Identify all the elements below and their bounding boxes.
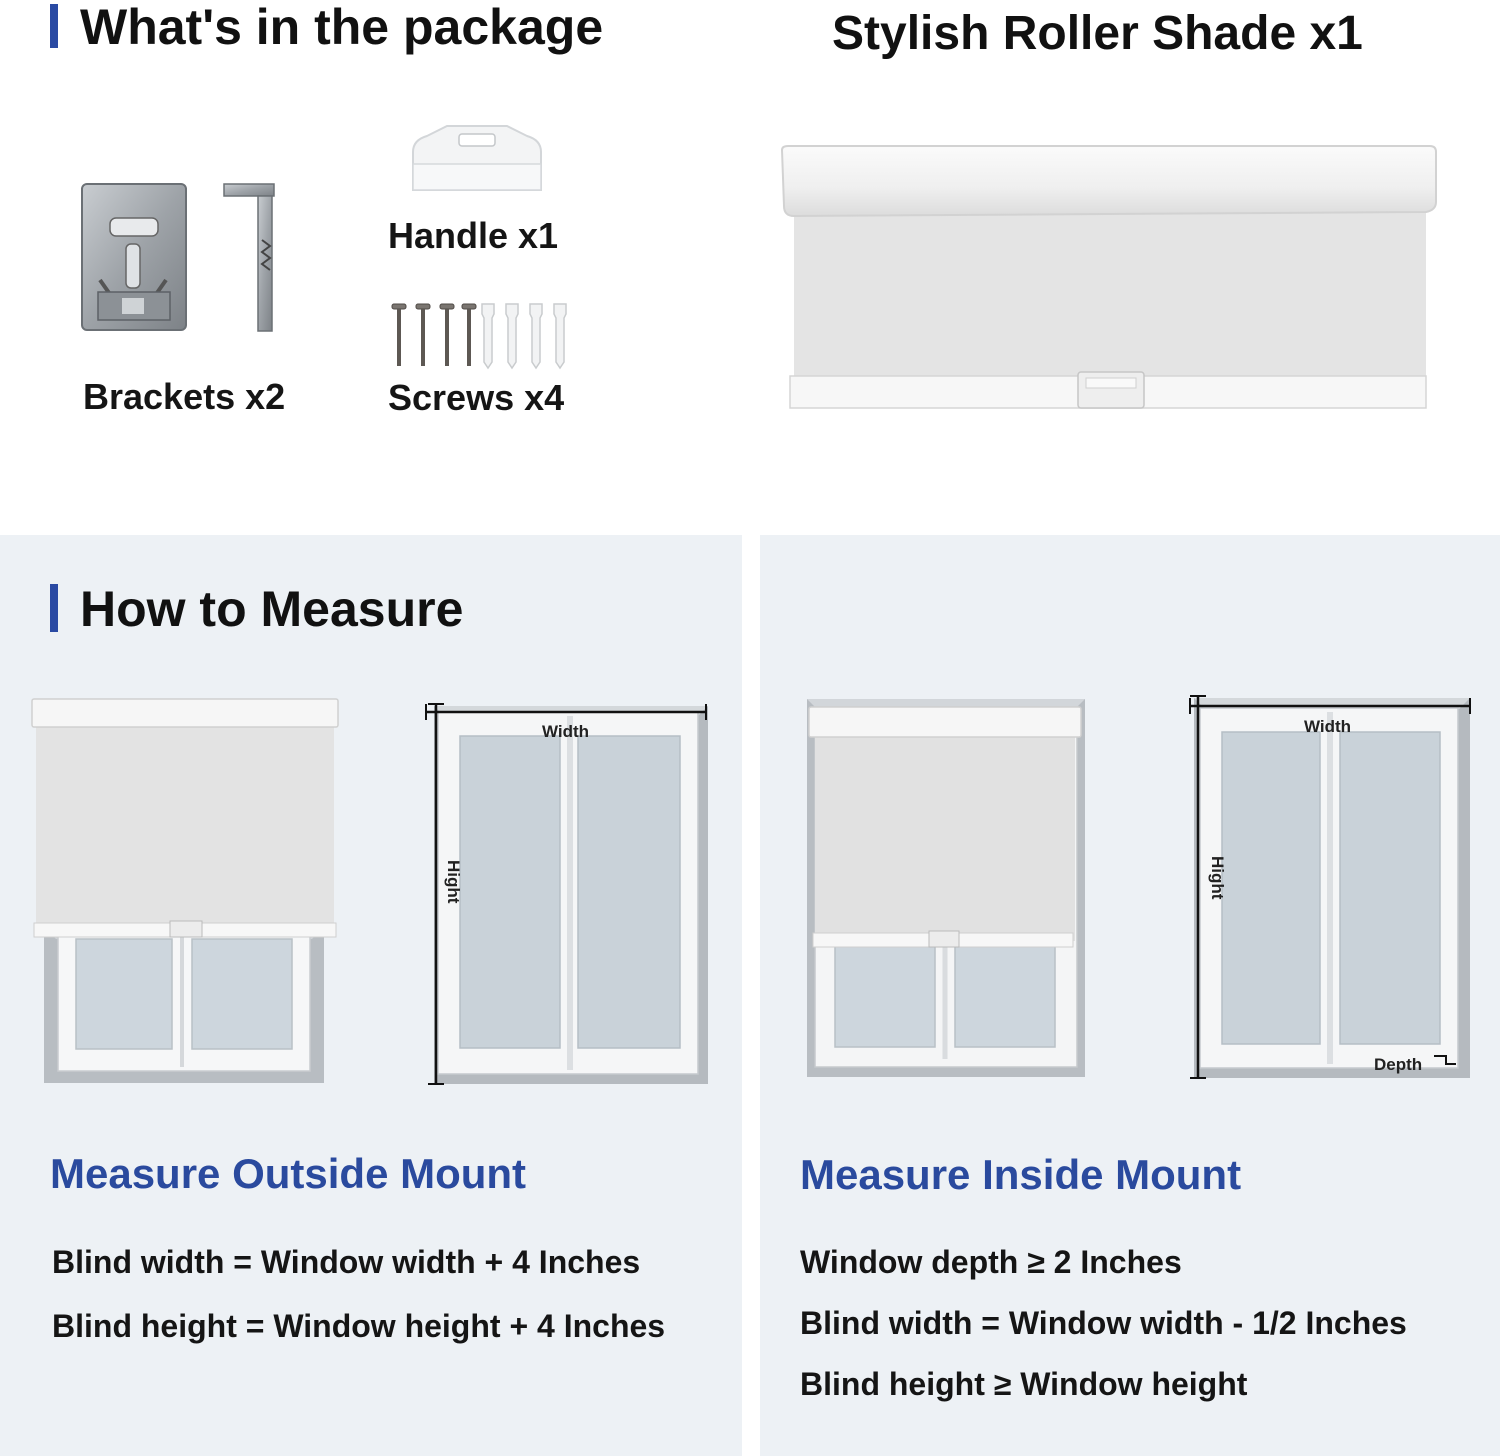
measure-accent-bar <box>50 584 58 632</box>
bracket-icon <box>81 183 275 332</box>
package-title: What's in the package <box>80 0 604 55</box>
section-accent-bar <box>50 4 58 48</box>
outside-window-diagram: Width Hight <box>425 703 708 1085</box>
handle-icon <box>412 125 542 191</box>
shade-title: Stylish Roller Shade x1 <box>832 7 1363 60</box>
screws-label: Screws x4 <box>388 377 565 418</box>
inside-shade-diagram <box>807 699 1085 1077</box>
inside-depth-label: Depth <box>1374 1055 1422 1074</box>
inside-window-diagram: Width Hight Depth <box>1189 695 1471 1079</box>
measure-title: How to Measure <box>80 581 464 637</box>
inside-mount-title: Measure Inside Mount <box>800 1151 1242 1198</box>
outside-mount-title: Measure Outside Mount <box>50 1150 527 1197</box>
inside-rule-width: Blind width = Window width - 1/2 Inches <box>800 1305 1407 1341</box>
outside-rule-width: Blind width = Window width + 4 Inches <box>52 1244 641 1280</box>
outside-width-label: Width <box>542 722 589 741</box>
inside-rule-depth: Window depth ≥ 2 Inches <box>800 1244 1182 1280</box>
screws-icon <box>391 303 567 370</box>
brackets-label: Brackets x2 <box>83 376 286 417</box>
roller-shade-image <box>780 145 1437 409</box>
inside-rule-height: Blind height ≥ Window height <box>800 1366 1248 1402</box>
handle-label: Handle x1 <box>388 215 559 256</box>
outside-rule-height: Blind height = Window height + 4 Inches <box>52 1308 666 1344</box>
outside-shade-diagram <box>31 698 339 1083</box>
outside-height-label: Hight <box>444 860 463 904</box>
inside-width-label: Width <box>1304 717 1351 736</box>
inside-height-label: Hight <box>1208 856 1227 900</box>
